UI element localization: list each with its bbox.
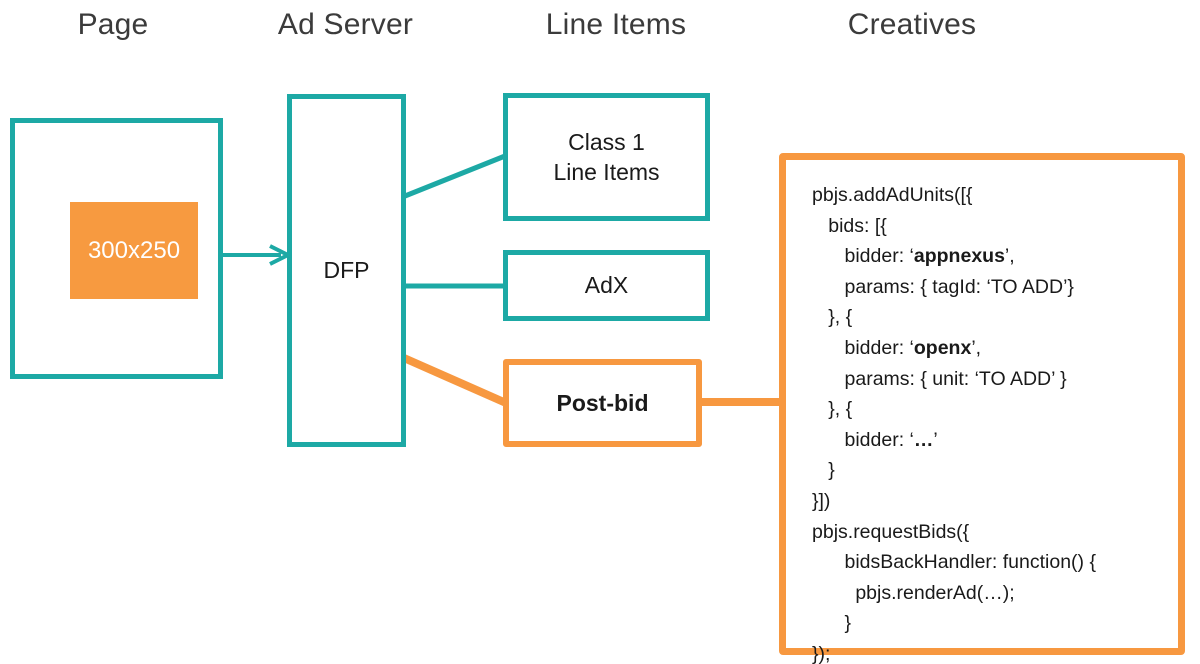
code-line: }	[812, 459, 835, 482]
connector-dfp-to-class1	[404, 153, 506, 199]
code-line: pbjs.renderAd(…);	[812, 581, 1015, 604]
column-header-ad-server: Ad Server	[277, 8, 414, 41]
line-item-box-adx[interactable]: AdX	[503, 250, 710, 321]
ad-server-box-label: DFP	[323, 257, 370, 284]
code-line: bidder: ‘appnexus’,	[812, 245, 1015, 268]
code-line: bids: [{	[812, 214, 887, 237]
code-line: params: { tagId: ‘TO ADD’}	[812, 275, 1074, 298]
code-line: }	[812, 612, 852, 635]
code-line: }, {	[812, 398, 853, 421]
code-line: params: { unit: ‘TO ADD’ }	[812, 367, 1067, 390]
ad-slot-label: 300x250	[87, 236, 181, 264]
code-block: pbjs.addAdUnits([{ bids: [{ bidder: ‘app…	[812, 180, 1172, 664]
ad-slot-300x250[interactable]: 300x250	[70, 202, 198, 299]
connector-dfp-to-postbid	[402, 354, 508, 407]
code-line: }])	[812, 489, 831, 512]
column-header-page: Page	[77, 8, 149, 41]
ad-server-box-dfp[interactable]: DFP	[287, 94, 406, 447]
code-line: bidder: ‘…’	[812, 428, 938, 451]
column-header-creatives: Creatives	[847, 8, 977, 41]
line-item-box-class1[interactable]: Class 1 Line Items	[503, 93, 710, 221]
code-line: });	[812, 642, 831, 664]
line-item-label-class1-line1: Class 1	[568, 128, 645, 155]
code-line: }, {	[812, 306, 853, 329]
code-line: bidsBackHandler: function() {	[812, 551, 1096, 574]
code-line: pbjs.requestBids({	[812, 520, 970, 543]
column-header-line-items: Line Items	[545, 8, 687, 41]
line-item-label-post-bid: Post-bid	[556, 389, 649, 416]
line-item-label-class1-line2: Line Items	[553, 159, 660, 185]
line-item-label-adx: AdX	[584, 272, 629, 299]
code-line: bidder: ‘openx’,	[812, 336, 982, 359]
line-item-box-post-bid[interactable]: Post-bid	[503, 359, 702, 447]
code-line: pbjs.addAdUnits([{	[812, 184, 973, 206]
creatives-code-panel[interactable]: pbjs.addAdUnits([{ bids: [{ bidder: ‘app…	[779, 153, 1185, 664]
